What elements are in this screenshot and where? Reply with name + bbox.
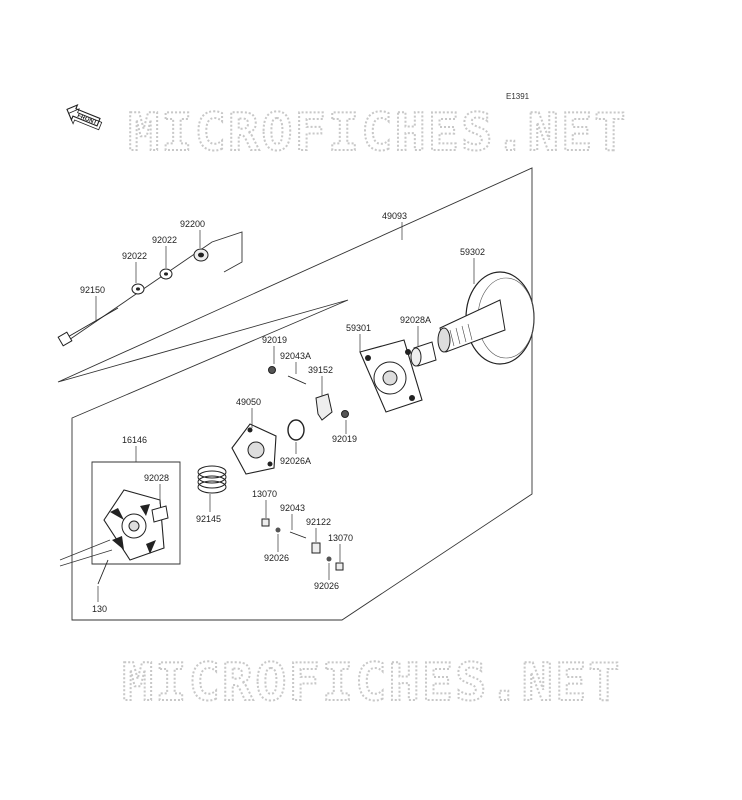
movable-sheave-59301[interactable] bbox=[359, 339, 423, 413]
label-92026A[interactable]: 92026A bbox=[280, 456, 311, 466]
watermark-bottom: MICROFICHES.NET bbox=[122, 653, 622, 713]
label-92026-a[interactable]: 92026 bbox=[264, 553, 289, 563]
washer-92026-b[interactable] bbox=[326, 556, 332, 562]
label-16146[interactable]: 16146 bbox=[122, 435, 147, 445]
label-92026-b[interactable]: 92026 bbox=[314, 581, 339, 591]
bolt-130[interactable] bbox=[97, 559, 109, 585]
label-92019-b[interactable]: 92019 bbox=[332, 434, 357, 444]
spacer-hole bbox=[198, 252, 204, 258]
roller-13070-b[interactable] bbox=[335, 562, 344, 571]
label-13070-b[interactable]: 13070 bbox=[328, 533, 353, 543]
label-59302[interactable]: 59302 bbox=[460, 247, 485, 257]
spider-49050[interactable] bbox=[231, 423, 277, 475]
label-130[interactable]: 130 bbox=[92, 604, 107, 614]
bolt-92150[interactable] bbox=[57, 307, 119, 347]
label-92028A[interactable]: 92028A bbox=[400, 315, 431, 325]
label-92022-b[interactable]: 92022 bbox=[122, 251, 147, 261]
washer-92026-a[interactable] bbox=[275, 527, 281, 533]
bushing-92122[interactable] bbox=[311, 542, 321, 554]
nut-92019-a[interactable] bbox=[268, 366, 276, 374]
leader-lines bbox=[59, 222, 475, 602]
assembly-frame-16146 bbox=[91, 461, 181, 565]
spring-92145[interactable] bbox=[197, 465, 227, 494]
washer-hole bbox=[164, 272, 168, 276]
label-92043[interactable]: 92043 bbox=[280, 503, 305, 513]
nut-92019-b[interactable] bbox=[341, 410, 349, 418]
bushing-92028A[interactable] bbox=[410, 341, 437, 367]
label-49093[interactable]: 49093 bbox=[382, 211, 407, 221]
diagram-code: E1391 bbox=[506, 92, 530, 101]
label-92200[interactable]: 92200 bbox=[180, 219, 205, 229]
label-92145[interactable]: 92145 bbox=[196, 514, 221, 524]
fixed-sheave-59302[interactable] bbox=[437, 271, 535, 365]
front-arrow-icon: FRONT bbox=[66, 103, 103, 131]
pin-92043[interactable] bbox=[289, 531, 307, 539]
cover-16146[interactable] bbox=[103, 489, 165, 561]
label-92150[interactable]: 92150 bbox=[80, 285, 105, 295]
label-92043A[interactable]: 92043A bbox=[280, 351, 311, 361]
label-13070-a[interactable]: 13070 bbox=[252, 489, 277, 499]
label-92022-a[interactable]: 92022 bbox=[152, 235, 177, 245]
weight-39152[interactable] bbox=[315, 393, 333, 421]
label-39152[interactable]: 39152 bbox=[308, 365, 333, 375]
watermark-top: MICROFICHES.NET bbox=[128, 103, 628, 163]
assembly-frame-49093 bbox=[57, 167, 533, 621]
label-92122[interactable]: 92122 bbox=[306, 517, 331, 527]
label-59301[interactable]: 59301 bbox=[346, 323, 371, 333]
roller-13070-a[interactable] bbox=[261, 518, 270, 527]
ring-92026A[interactable] bbox=[287, 419, 305, 441]
label-92028[interactable]: 92028 bbox=[144, 473, 169, 483]
bushing-92028[interactable] bbox=[151, 505, 169, 523]
label-49050[interactable]: 49050 bbox=[236, 397, 261, 407]
pin-92043A[interactable] bbox=[287, 375, 307, 385]
washer-hole bbox=[136, 287, 140, 291]
label-92019-a[interactable]: 92019 bbox=[262, 335, 287, 345]
